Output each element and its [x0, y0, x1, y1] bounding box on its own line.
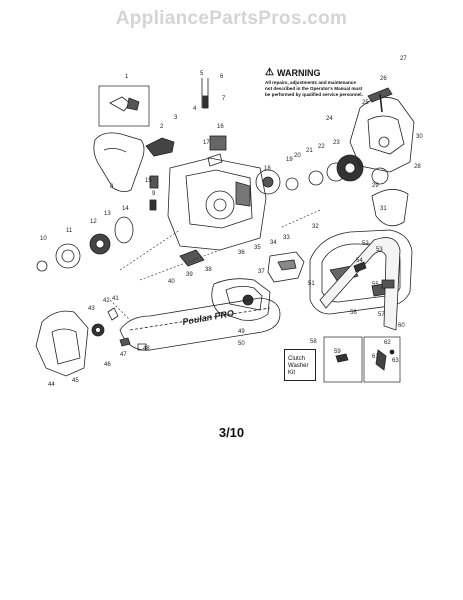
part-number-label: 32 — [312, 224, 319, 230]
part-number-label: 47 — [120, 352, 127, 358]
part-number-label: 36 — [238, 250, 245, 256]
part-number-label: 45 — [72, 378, 79, 384]
part-number-label: 11 — [66, 228, 73, 234]
part-number-label: 18 — [264, 166, 271, 172]
warning-title: WARNING — [276, 68, 321, 78]
part-number-label: 2 — [160, 124, 164, 130]
part-number-label: 40 — [168, 279, 175, 285]
part-number-label: 63 — [392, 358, 399, 364]
part-number-label: 27 — [400, 56, 407, 62]
guide-bar-shape — [119, 297, 281, 351]
part-number-label: 7 — [222, 96, 226, 102]
kit-label: Clutch Washer Kit — [288, 356, 309, 376]
part-number-label: 54 — [356, 258, 363, 264]
part-number-label: 31 — [380, 206, 387, 212]
warning-text: All repairs, adjustments and maintenance… — [265, 80, 363, 97]
part-number-label: 15 — [145, 178, 152, 184]
part-number-label: 3 — [174, 115, 178, 121]
part-number-label: 33 — [283, 235, 290, 241]
part-number-label: 17 — [203, 140, 210, 146]
part-number-label: 23 — [333, 140, 340, 146]
part-number-label: 13 — [104, 211, 111, 217]
part-44-shape — [35, 310, 89, 377]
part-number-label: 49 — [238, 329, 245, 335]
part-number-label: 12 — [90, 219, 97, 225]
part-number-label: 8 — [110, 184, 114, 190]
part-number-label: 9 — [152, 191, 156, 197]
part-number-label: 16 — [217, 124, 224, 130]
part-number-label: 20 — [294, 153, 301, 159]
part-62-inset — [363, 336, 401, 383]
part-59-inset — [323, 336, 363, 383]
part-number-label: 58 — [310, 339, 317, 345]
part-number-label: 4 — [193, 106, 197, 112]
part-11-shape — [55, 243, 81, 269]
part-number-label: 56 — [350, 310, 357, 316]
part-number-label: 25 — [362, 100, 369, 106]
part-18-shape — [255, 169, 281, 195]
part-number-label: 21 — [306, 148, 313, 154]
part-number-label: 57 — [378, 312, 385, 318]
part-number-label: 37 — [258, 269, 265, 275]
part-number-label: 46 — [104, 362, 111, 368]
part-number-label: 29 — [372, 183, 379, 189]
part-1-inset — [98, 85, 150, 127]
bar-brand-text: Poulan PRO — [182, 308, 235, 327]
part-number-label: 43 — [88, 306, 95, 312]
part-number-label: 28 — [414, 164, 421, 170]
part-number-label: 24 — [326, 116, 333, 122]
part-number-label: 42 — [103, 298, 110, 304]
part-number-label: 22 — [318, 144, 325, 150]
page-number-label: 3/10 — [218, 425, 245, 440]
part-number-label: 52 — [362, 241, 369, 247]
engine-housing-shape — [167, 157, 267, 251]
part-25-shape — [349, 96, 415, 173]
part-number-label: 6 — [220, 74, 224, 80]
part-number-label: 39 — [186, 272, 193, 278]
warning-triangle-icon: ⚠ — [265, 67, 274, 78]
watermark-text: AppliancePartsPros.com — [115, 8, 348, 29]
part-number-label: 41 — [112, 296, 119, 302]
part-number-label: 34 — [270, 240, 277, 246]
part-number-label: 61 — [372, 354, 379, 360]
warning-notice: ⚠ WARNING All repairs, adjustments and m… — [265, 68, 363, 98]
part-number-label: 59 — [334, 349, 341, 355]
part-number-label: 26 — [380, 76, 387, 82]
part-number-label: 30 — [416, 134, 423, 140]
part-36-shape — [309, 229, 413, 315]
part-number-label: 5 — [200, 71, 204, 77]
part-8-shape — [93, 132, 145, 192]
part-number-label: 50 — [238, 341, 245, 347]
part-number-label: 55 — [372, 282, 379, 288]
part-number-label: 19 — [286, 157, 293, 163]
part-number-label: 10 — [40, 236, 47, 242]
clutch-washer-kit-box: Clutch Washer Kit — [284, 349, 316, 381]
part-number-label: 51 — [308, 281, 315, 287]
part-number-label: 44 — [48, 382, 55, 388]
part-57-handle — [319, 237, 401, 331]
part-number-label: 53 — [376, 247, 383, 253]
part-number-label: 1 — [125, 74, 129, 80]
part-number-label: 35 — [254, 245, 261, 251]
part-number-label: 62 — [384, 340, 391, 346]
part-number-label: 48 — [143, 346, 150, 352]
part-number-label: 14 — [122, 206, 129, 212]
part-number-label: 38 — [205, 267, 212, 273]
part-number-label: 60 — [398, 323, 405, 329]
